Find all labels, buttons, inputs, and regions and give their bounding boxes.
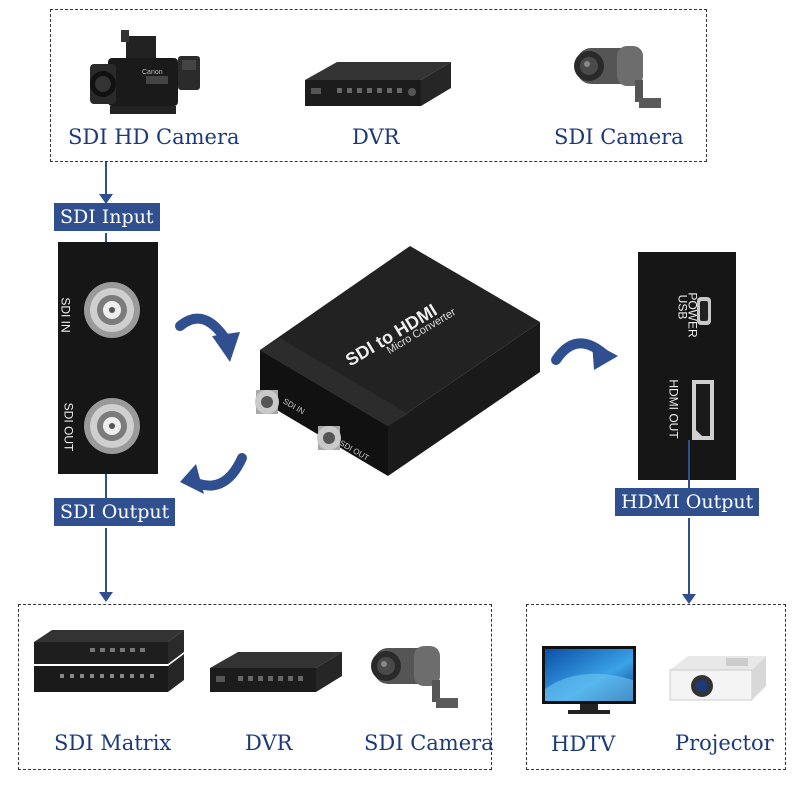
hdmi-out-port	[692, 380, 714, 440]
source-devices-box	[50, 9, 707, 162]
sdi-matrix-icon	[34, 630, 184, 692]
usb-power-port	[697, 297, 711, 325]
arrow-down-icon	[99, 592, 113, 602]
sdi-destinations-box	[18, 604, 492, 770]
source-label-sdi-hd-camera: SDI HD Camera	[68, 125, 240, 149]
dvr-icon	[210, 652, 342, 692]
sdi-out-connector	[317, 426, 341, 450]
dvr-icon	[305, 62, 451, 106]
arrow-down-icon	[99, 194, 113, 204]
curved-arrow-out-icon	[180, 453, 247, 494]
sdi-output-connector	[105, 528, 107, 596]
sdi-out-port-label: SDI OUT	[61, 402, 76, 452]
svg-text:Canon: Canon	[142, 69, 163, 76]
sdi-out-bnc-port	[84, 398, 140, 454]
sdi-input-connector	[105, 162, 107, 200]
sdi-to-hdmi-converter	[255, 246, 540, 476]
sdi-output-tag: SDI Output	[54, 498, 176, 526]
sdi-in-connector	[255, 390, 279, 414]
hdmi-destinations-box	[526, 604, 786, 770]
hdmi-ports-panel	[638, 252, 736, 480]
hdmi-out-port-label: HDMI OUT	[666, 379, 681, 439]
destination-label-dvr: DVR	[245, 731, 293, 755]
hdmi-output-tag: HDMI Output	[615, 488, 760, 516]
usb-power-label-line2: POWER	[685, 292, 700, 338]
source-label-dvr: DVR	[352, 125, 400, 149]
projector-icon	[669, 656, 766, 701]
sdi-in-bnc-port	[84, 282, 140, 338]
security-camera-icon	[574, 46, 661, 108]
source-label-sdi-camera: SDI Camera	[554, 125, 684, 149]
arrow-down-icon	[682, 594, 696, 604]
camcorder-icon: Canon	[90, 30, 200, 114]
destination-label-hdtv: HDTV	[551, 732, 616, 756]
hdtv-icon	[542, 646, 636, 714]
sdi-in-port-label: SDI IN	[58, 297, 73, 333]
destination-label-sdi-camera: SDI Camera	[364, 731, 494, 755]
hdmi-output-connector-upper	[688, 440, 690, 490]
security-camera-icon	[371, 646, 458, 708]
sdi-output-connector-upper	[105, 474, 107, 498]
destination-label-sdi-matrix: SDI Matrix	[54, 731, 172, 755]
destination-label-projector: Projector	[675, 731, 774, 755]
curved-arrow-hdmi-icon	[551, 338, 618, 370]
sdi-input-tag: SDI Input	[54, 203, 160, 231]
curved-arrow-in-icon	[175, 313, 240, 362]
hdmi-output-connector	[688, 518, 690, 596]
